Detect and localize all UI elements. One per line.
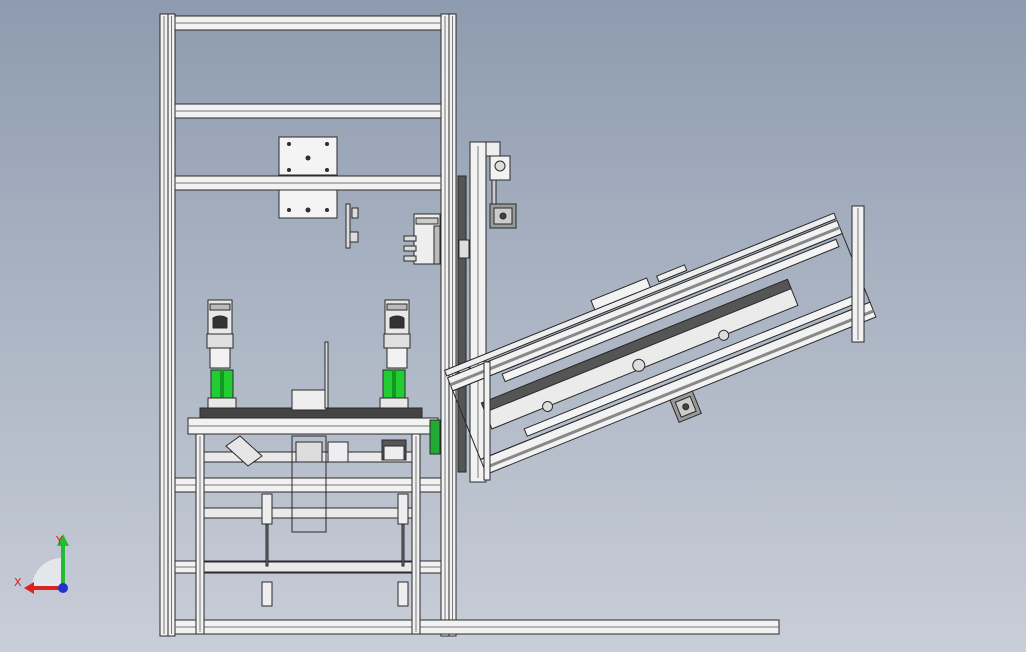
drive-wheel <box>429 419 441 455</box>
incline-lower-post <box>483 361 491 481</box>
mounting-plates <box>278 136 359 249</box>
z-axis-dot <box>58 583 68 593</box>
center-carriage <box>291 389 327 411</box>
x-axis-label: X <box>14 576 22 589</box>
guide-belt <box>457 175 467 473</box>
main-frame <box>159 13 780 637</box>
inclined-conveyor <box>443 212 877 475</box>
left-actuator <box>206 299 237 417</box>
y-axis-label: Y <box>55 534 63 547</box>
triad-sweep <box>32 558 62 588</box>
lower-plate <box>278 189 338 219</box>
right-actuator <box>379 299 411 417</box>
axis-triad: Y X <box>14 534 69 594</box>
conveyor-platform <box>187 341 441 635</box>
side-bracket <box>403 213 441 265</box>
incline-end-posts <box>483 205 865 481</box>
